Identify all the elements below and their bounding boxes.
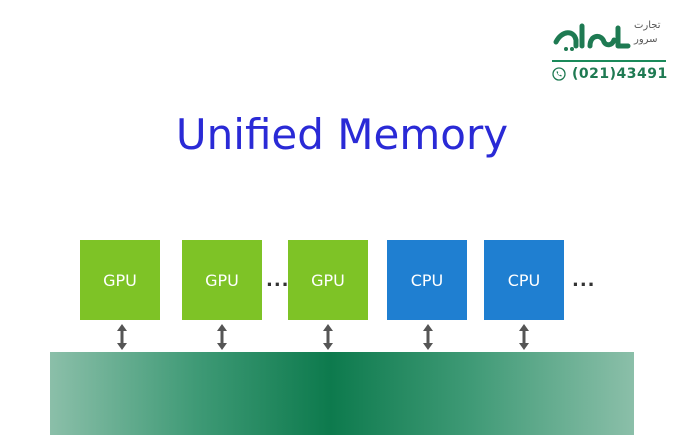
cpu-box-1-label: CPU (410, 270, 444, 290)
gpu-box-1-label: GPU (103, 270, 137, 290)
cpu-ellipsis: ... (572, 270, 596, 291)
brand-logo-mark (553, 23, 631, 51)
phone-number: (021)43491 (572, 66, 668, 82)
cpu-box-2-label: CPU (507, 270, 541, 290)
bidirectional-arrow-icon (519, 324, 529, 350)
gpu-ellipsis: ... (266, 270, 290, 291)
gpu-box-2-label: GPU (205, 270, 239, 290)
brand-divider (552, 60, 666, 62)
cpu-box-2: CPU (484, 240, 564, 320)
diagram-title: Unified Memory (175, 110, 509, 159)
whatsapp-phone-icon (552, 67, 566, 81)
bidirectional-arrow-icon (217, 324, 227, 350)
bidirectional-arrow-icon (423, 324, 433, 350)
brand-subtitle-2: سرور (634, 34, 658, 45)
brand-phone: (021)43491 (552, 66, 668, 82)
gpu-box-3-label: GPU (311, 270, 345, 290)
brand-subtitle-1: تجارت (634, 20, 661, 31)
bidirectional-arrow-icon (117, 324, 127, 350)
gpu-box-1: GPU (80, 240, 160, 320)
bidirectional-arrow-icon (323, 324, 333, 350)
gpu-box-3: GPU (288, 240, 368, 320)
unified-memory-bar (50, 352, 634, 435)
brand-logo: تجارت سرور (021)43491 (548, 10, 668, 82)
gpu-box-2: GPU (182, 240, 262, 320)
cpu-box-1: CPU (387, 240, 467, 320)
